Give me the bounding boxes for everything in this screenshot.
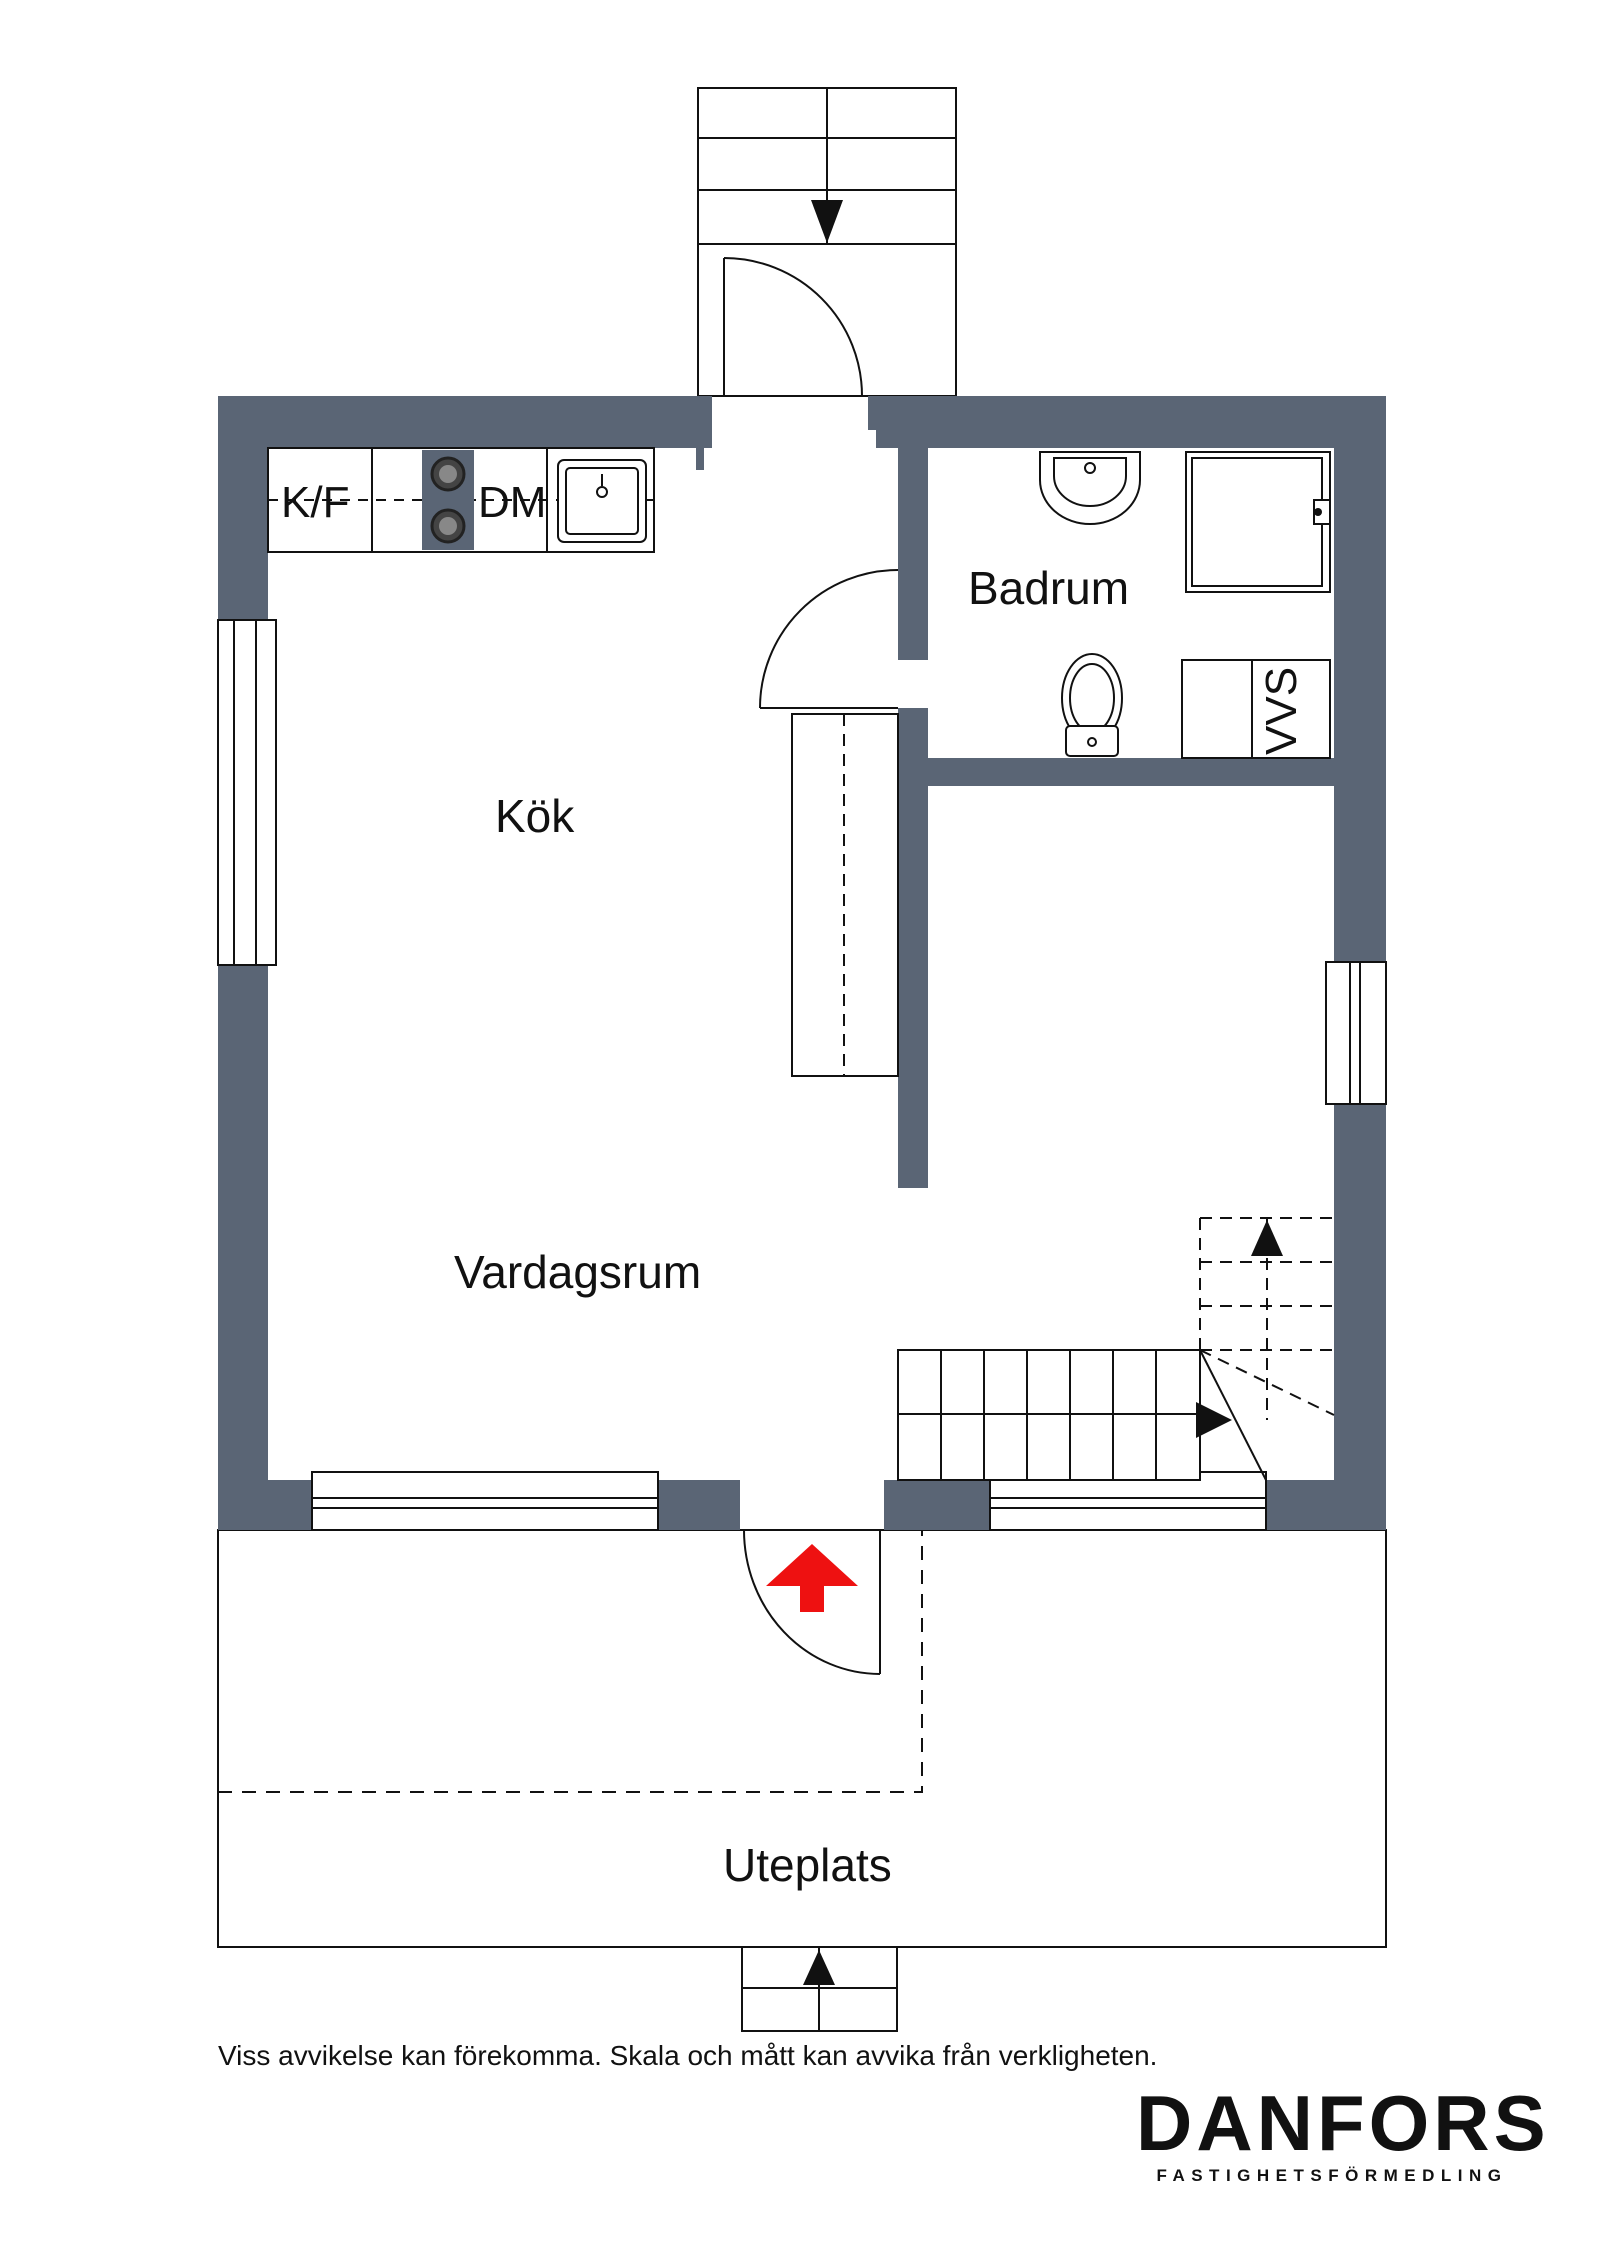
window-left [217, 619, 277, 966]
stair-right-arrow-icon [1196, 1402, 1232, 1438]
room-label-kitchen: Kök [495, 790, 575, 842]
kitchen-island [791, 713, 899, 1077]
bathroom-door [759, 569, 899, 709]
back-stairs [697, 87, 957, 397]
interior-walls [898, 708, 1334, 1188]
shower-icon [1185, 451, 1331, 593]
fridge-freezer-label: K/F [281, 478, 349, 527]
stair-up-arrow-icon [1251, 1220, 1283, 1256]
brand-name: DANFORS [1136, 2079, 1550, 2167]
washbasin-icon [1039, 451, 1141, 525]
stair-down-arrow-icon [811, 200, 843, 243]
red-entrance-arrow-icon [766, 1544, 858, 1612]
dishwasher-label: DM [478, 478, 546, 527]
bathroom-fixtures [1039, 451, 1331, 759]
room-label-patio: Uteplats [723, 1839, 892, 1891]
plumbing-label: VVS [1257, 667, 1306, 755]
brand-tagline: FASTIGHETSFÖRMEDLING [1156, 2166, 1508, 2185]
kitchen-counter [267, 447, 655, 553]
brand-logo: DANFORS FASTIGHETSFÖRMEDLING [1136, 2079, 1550, 2186]
room-label-living-room: Vardagsrum [454, 1246, 701, 1298]
window-right [1325, 961, 1387, 1105]
sink-icon [557, 459, 647, 543]
window-bottom-right [989, 1471, 1267, 1531]
toilet-icon [1061, 653, 1123, 757]
exterior-walls [218, 396, 1386, 1530]
stair-up-arrow-icon [803, 1950, 835, 1985]
window-bottom-left [311, 1471, 659, 1531]
windows [217, 619, 1387, 1531]
front-door [743, 1529, 881, 1675]
room-label-bathroom: Badrum [968, 562, 1129, 614]
patio-steps [741, 1946, 898, 2032]
disclaimer-text: Viss avvikelse kan förekomma. Skala och … [218, 2040, 1158, 2071]
interior-stairs [897, 1217, 1335, 1481]
